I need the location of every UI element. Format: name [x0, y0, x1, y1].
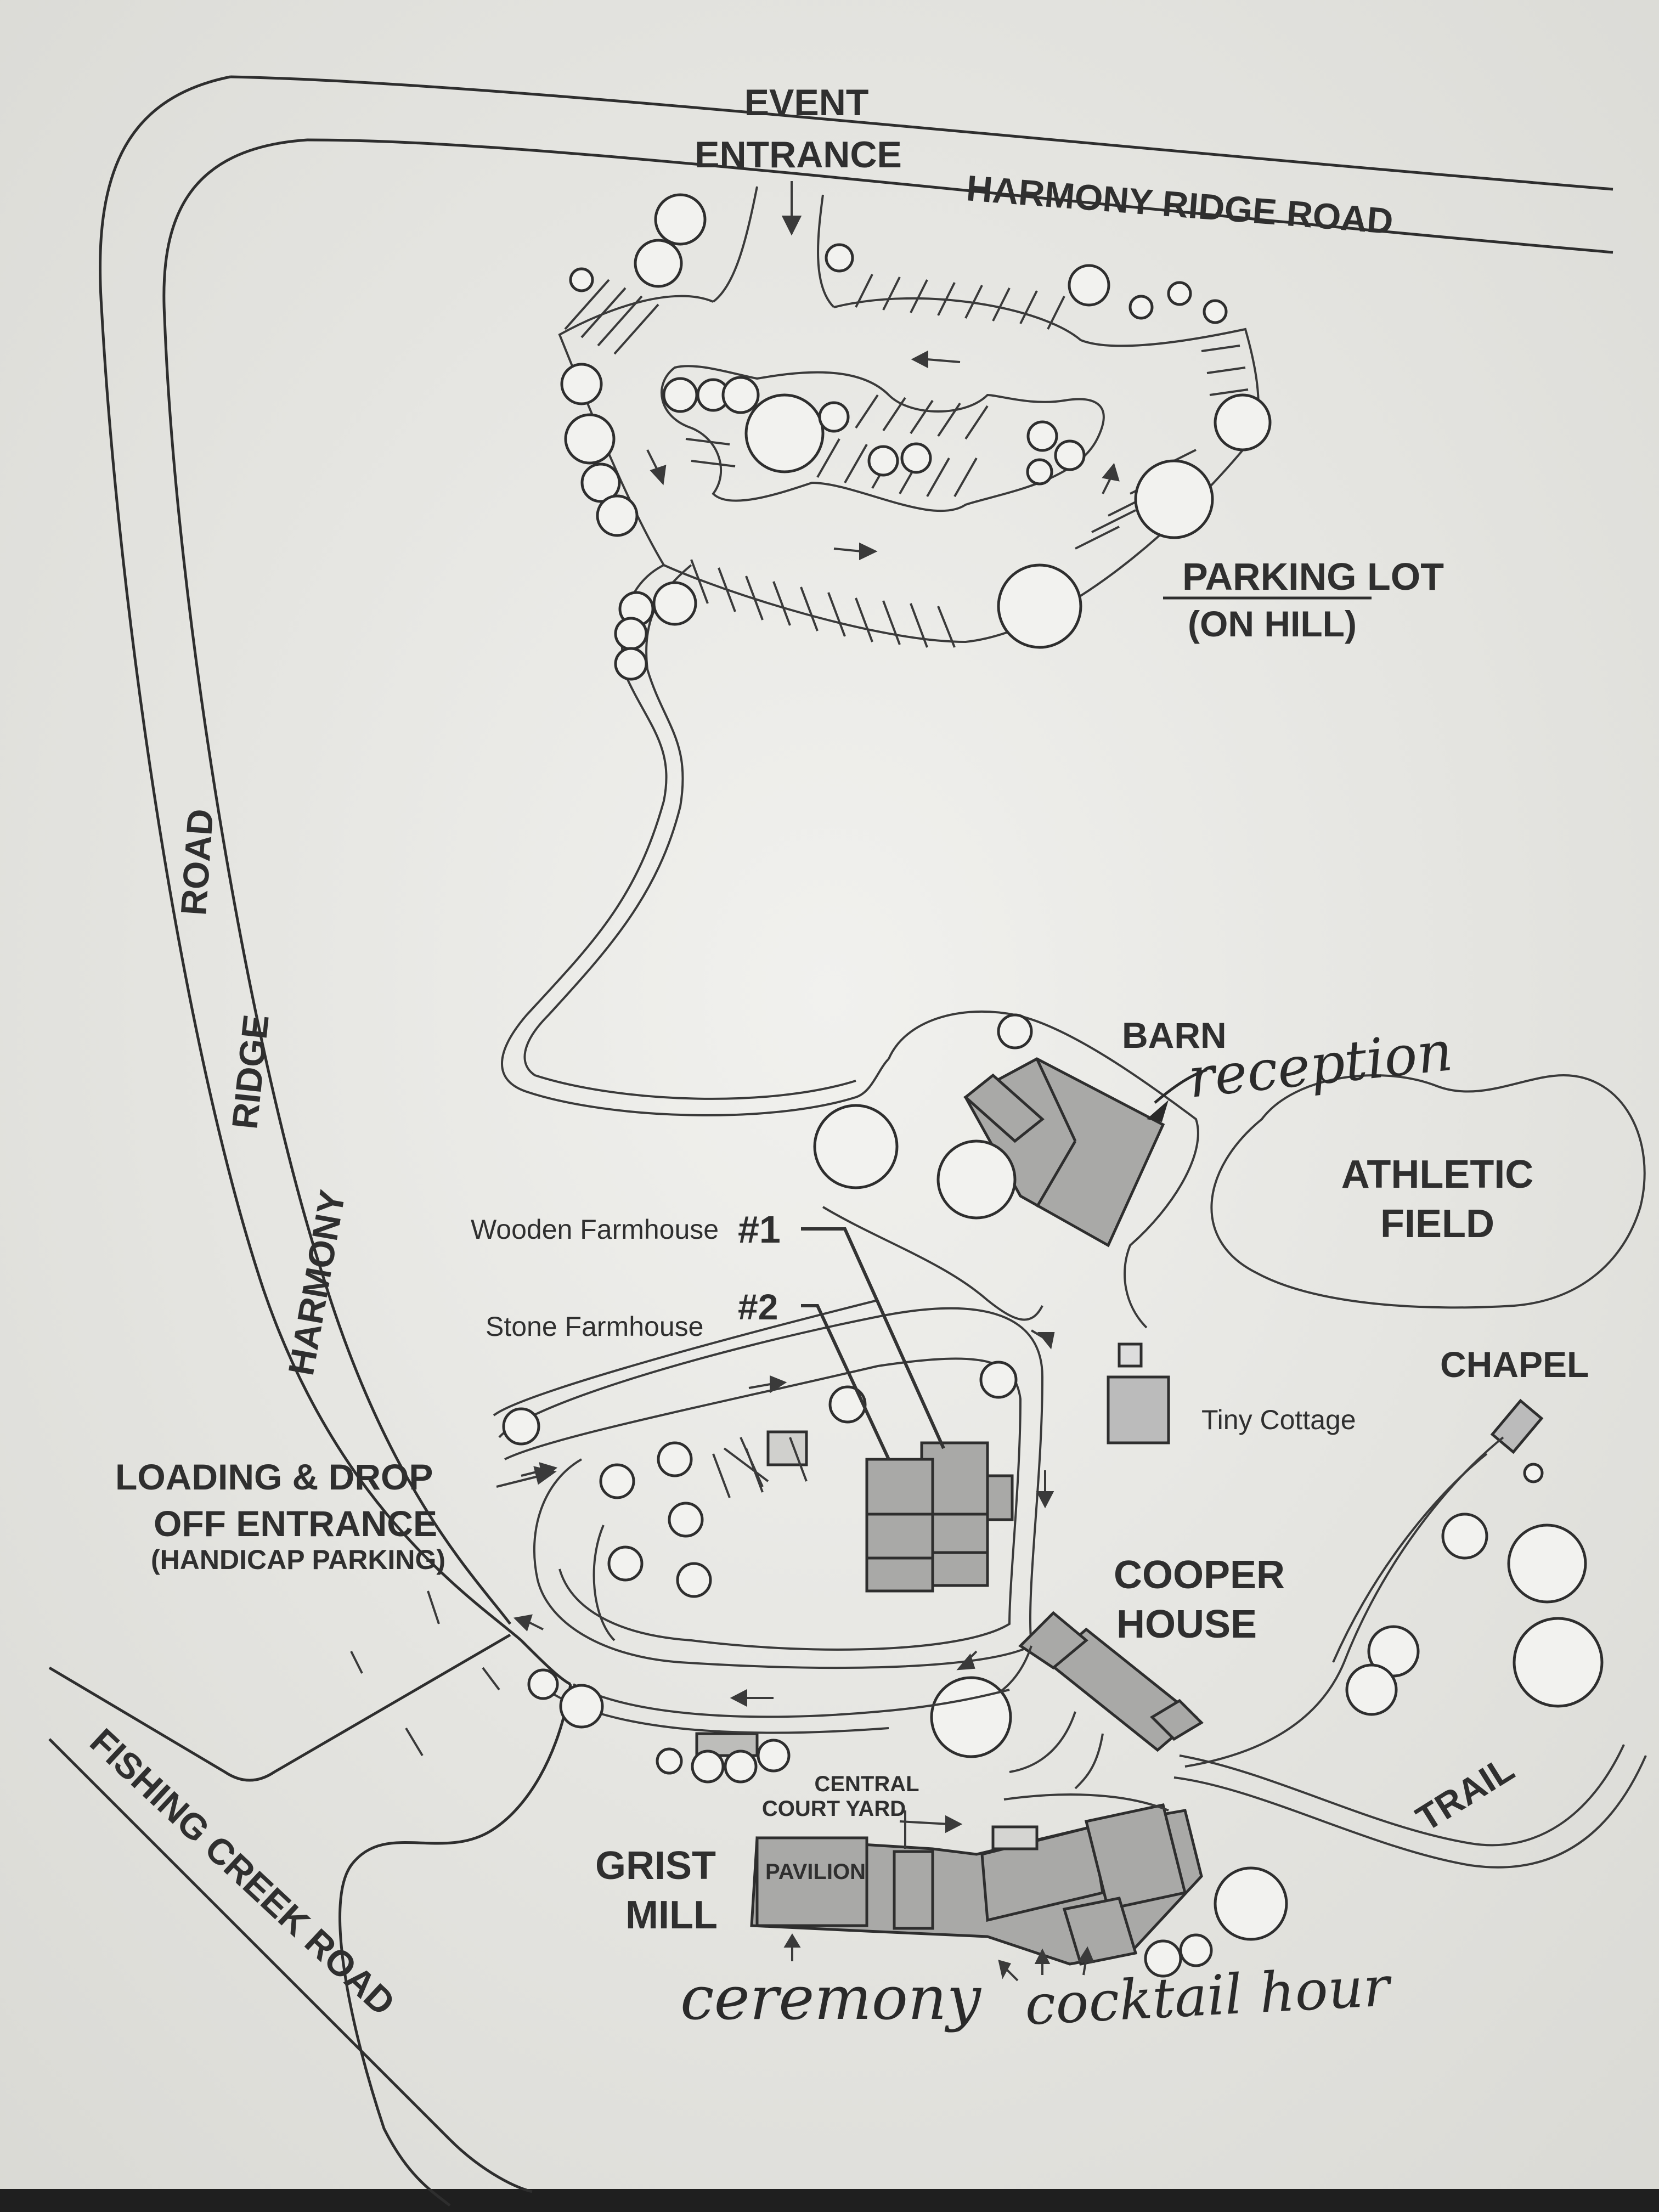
stone-farmhouse-label: Stone Farmhouse: [486, 1311, 703, 1342]
parking-trees: [560, 193, 1272, 681]
parking-lot-label: PARKING LOT: [1182, 555, 1444, 598]
farmhouse-leaders: [801, 1227, 945, 1460]
loading-entrance-label-1: LOADING & DROP: [115, 1457, 433, 1497]
ceremony-handwritten: ceremony: [680, 1963, 982, 2033]
chapel-building: [1490, 1398, 1544, 1483]
central-court-yard-label-1: CENTRAL: [814, 1772, 919, 1796]
barn-label: BARN: [1122, 1015, 1227, 1056]
wooden-farmhouse-number: #1: [738, 1208, 781, 1251]
central-court-yard-label-2: COURT YARD: [762, 1797, 906, 1821]
grist-mill-label-2: MILL: [625, 1893, 718, 1937]
wooden-farmhouse-label: Wooden Farmhouse: [471, 1214, 719, 1245]
stone-farmhouse-number: #2: [738, 1286, 778, 1327]
pavilion-label: PAVILION: [765, 1860, 866, 1884]
grist-mill-building: [695, 1732, 1203, 1966]
cooper-house-label-1: COOPER: [1114, 1553, 1285, 1597]
chapel-label: CHAPEL: [1440, 1344, 1589, 1385]
harmony-ridge-road: [99, 75, 1613, 2207]
barn-area: [813, 1011, 1207, 1329]
tiny-cottage-label: Tiny Cottage: [1201, 1404, 1356, 1435]
fishing-creek-road: [48, 1633, 533, 2193]
event-entrance-label-1: EVENT: [744, 82, 869, 123]
harmony-ridge-road-vertical-road: ROAD: [173, 808, 221, 917]
cooper-house-building: [1018, 1611, 1204, 1752]
entrance-driveway: [712, 181, 835, 308]
trail-path: [1173, 1755, 1647, 1869]
parking-lot-sublabel: (ON HILL): [1188, 603, 1357, 644]
table-edge: [0, 2189, 1659, 2212]
cooper-house-label-2: HOUSE: [1116, 1602, 1257, 1646]
farmhouse-loop: [493, 1299, 1055, 1707]
athletic-field-label-1: ATHLETIC: [1341, 1153, 1534, 1197]
loading-entrance-arrow: [496, 1466, 557, 1488]
tiny-cottage-building: [1107, 1342, 1170, 1444]
loading-entrance-label-2: OFF ENTRANCE: [154, 1503, 437, 1544]
loading-entrance-label-3: (HANDICAP PARKING): [151, 1544, 445, 1575]
athletic-field-label-2: FIELD: [1380, 1202, 1494, 1246]
grist-mill-label-1: GRIST: [595, 1844, 716, 1888]
event-entrance-label-2: ENTRANCE: [695, 134, 902, 176]
athletic-field-outline: [1210, 1074, 1646, 1309]
farmhouse-2-building: [865, 1458, 934, 1593]
